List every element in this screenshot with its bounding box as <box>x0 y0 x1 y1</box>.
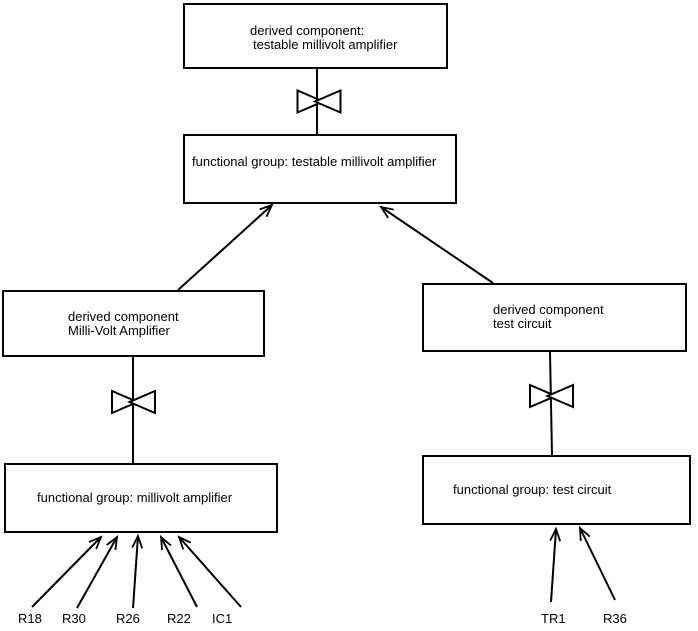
node-label: test circuit <box>493 316 552 331</box>
node-label: functional group: test circuit <box>453 482 612 497</box>
arrow-right-derived-to-top-functional <box>379 205 494 284</box>
component-label-r36[interactable]: R36 <box>603 611 627 626</box>
bowtie-icon <box>529 383 574 409</box>
arrow-r26 <box>131 533 144 609</box>
node-label: functional group: millivolt amplifier <box>37 490 233 505</box>
arrow-ic1 <box>177 535 242 608</box>
bowtie-icon <box>296 88 342 115</box>
component-label-r26[interactable]: R26 <box>116 611 140 626</box>
node-derived-component-testable-millivolt-amplifier[interactable]: derived component: testable millivolt am… <box>183 3 448 69</box>
arrow-r30 <box>76 534 119 609</box>
node-label: testable millivolt amplifier <box>253 37 398 52</box>
node-label: derived component: <box>250 23 365 38</box>
connector-right-derived-to-right-functional <box>529 351 574 456</box>
connector-top-derived-to-top-functional <box>296 69 342 134</box>
arrow-r18 <box>31 535 103 608</box>
arrow-r36 <box>578 525 616 601</box>
node-functional-group-test-circuit[interactable]: functional group: test circuit <box>422 455 691 525</box>
arrow-r22 <box>159 534 198 608</box>
connector-left-derived-to-left-functional <box>111 357 156 463</box>
arrow-left-derived-to-top-functional <box>177 203 274 291</box>
arrow-tr1 <box>549 526 562 603</box>
component-label-r18[interactable]: R18 <box>18 611 42 626</box>
node-functional-group-testable-millivolt-amplifier[interactable]: functional group: testable millivolt amp… <box>183 134 457 204</box>
component-label-r22[interactable]: R22 <box>167 611 191 626</box>
component-label-tr1[interactable]: TR1 <box>541 611 566 626</box>
node-label: derived component <box>493 302 604 317</box>
bowtie-icon <box>111 389 156 415</box>
node-label: functional group: testable millivolt amp… <box>192 154 437 169</box>
node-derived-component-test-circuit[interactable]: derived component test circuit <box>422 283 687 352</box>
node-label: derived component <box>68 309 179 324</box>
node-derived-component-milli-volt-amplifier[interactable]: derived component Milli-Volt Amplifier <box>2 290 265 357</box>
node-functional-group-millivolt-amplifier[interactable]: functional group: millivolt amplifier <box>4 463 278 533</box>
component-label-ic1[interactable]: IC1 <box>212 611 233 626</box>
component-label-r30[interactable]: R30 <box>62 611 86 626</box>
node-label: Milli-Volt Amplifier <box>68 323 170 338</box>
